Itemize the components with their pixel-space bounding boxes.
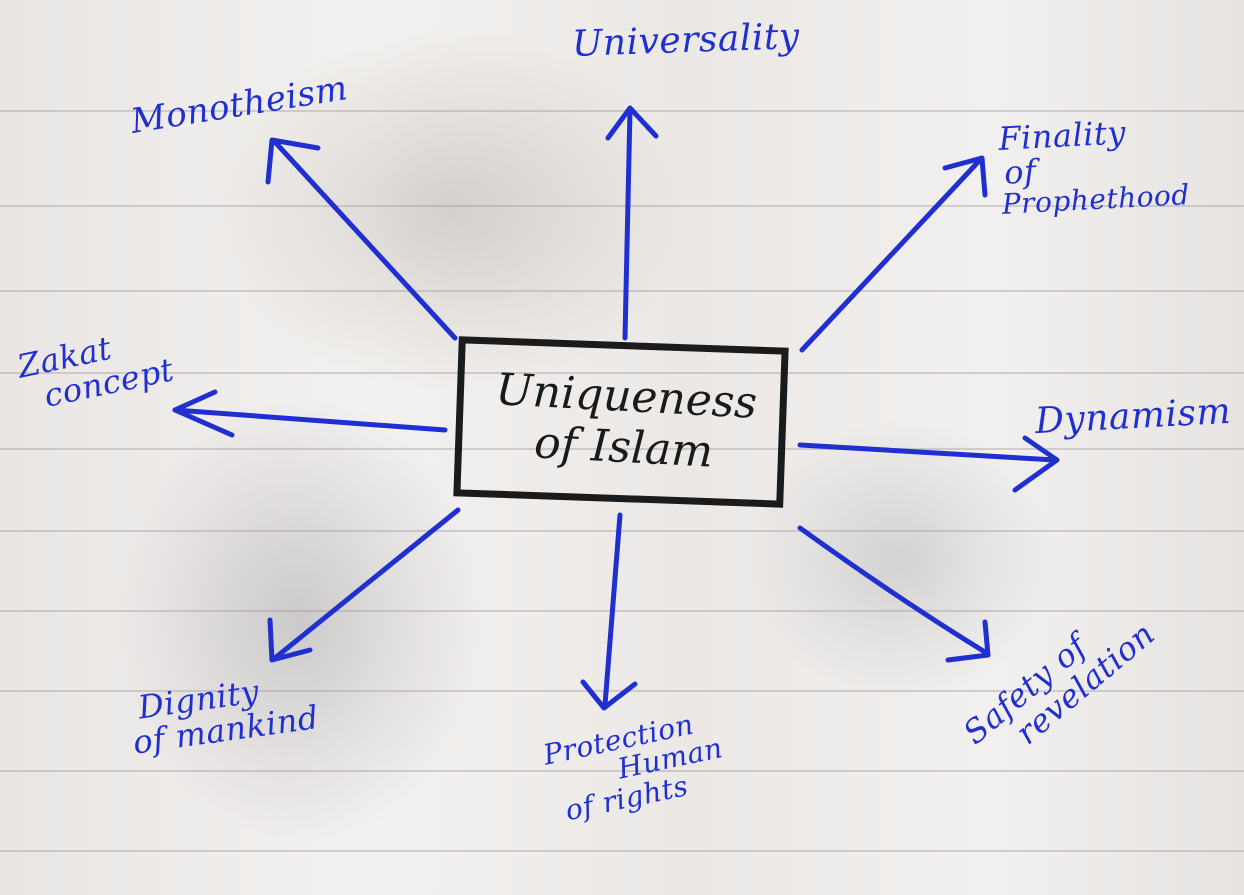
label-finality: Finality of Prophethood	[997, 113, 1190, 221]
ruled-line	[0, 372, 1244, 374]
label-universality: Universality	[571, 16, 801, 65]
arrow-zakat	[172, 389, 448, 438]
ruled-line	[0, 610, 1244, 612]
arrow-monotheism	[265, 137, 458, 341]
ruled-line	[0, 448, 1244, 450]
ruled-line	[0, 850, 1244, 852]
arrow-dignity	[267, 507, 461, 663]
center-topic: Uniqueness of Islam	[473, 364, 778, 481]
ruled-line	[0, 290, 1244, 292]
ruled-line	[0, 205, 1244, 207]
arrow-safety	[797, 525, 991, 663]
ruled-line	[0, 530, 1244, 532]
arrow-finality	[799, 155, 988, 353]
ruled-line	[0, 770, 1244, 772]
arrow-universality	[605, 105, 659, 341]
ruled-line	[0, 110, 1244, 112]
arrow-protection	[580, 512, 638, 711]
arrow-dynamism	[797, 435, 1060, 493]
